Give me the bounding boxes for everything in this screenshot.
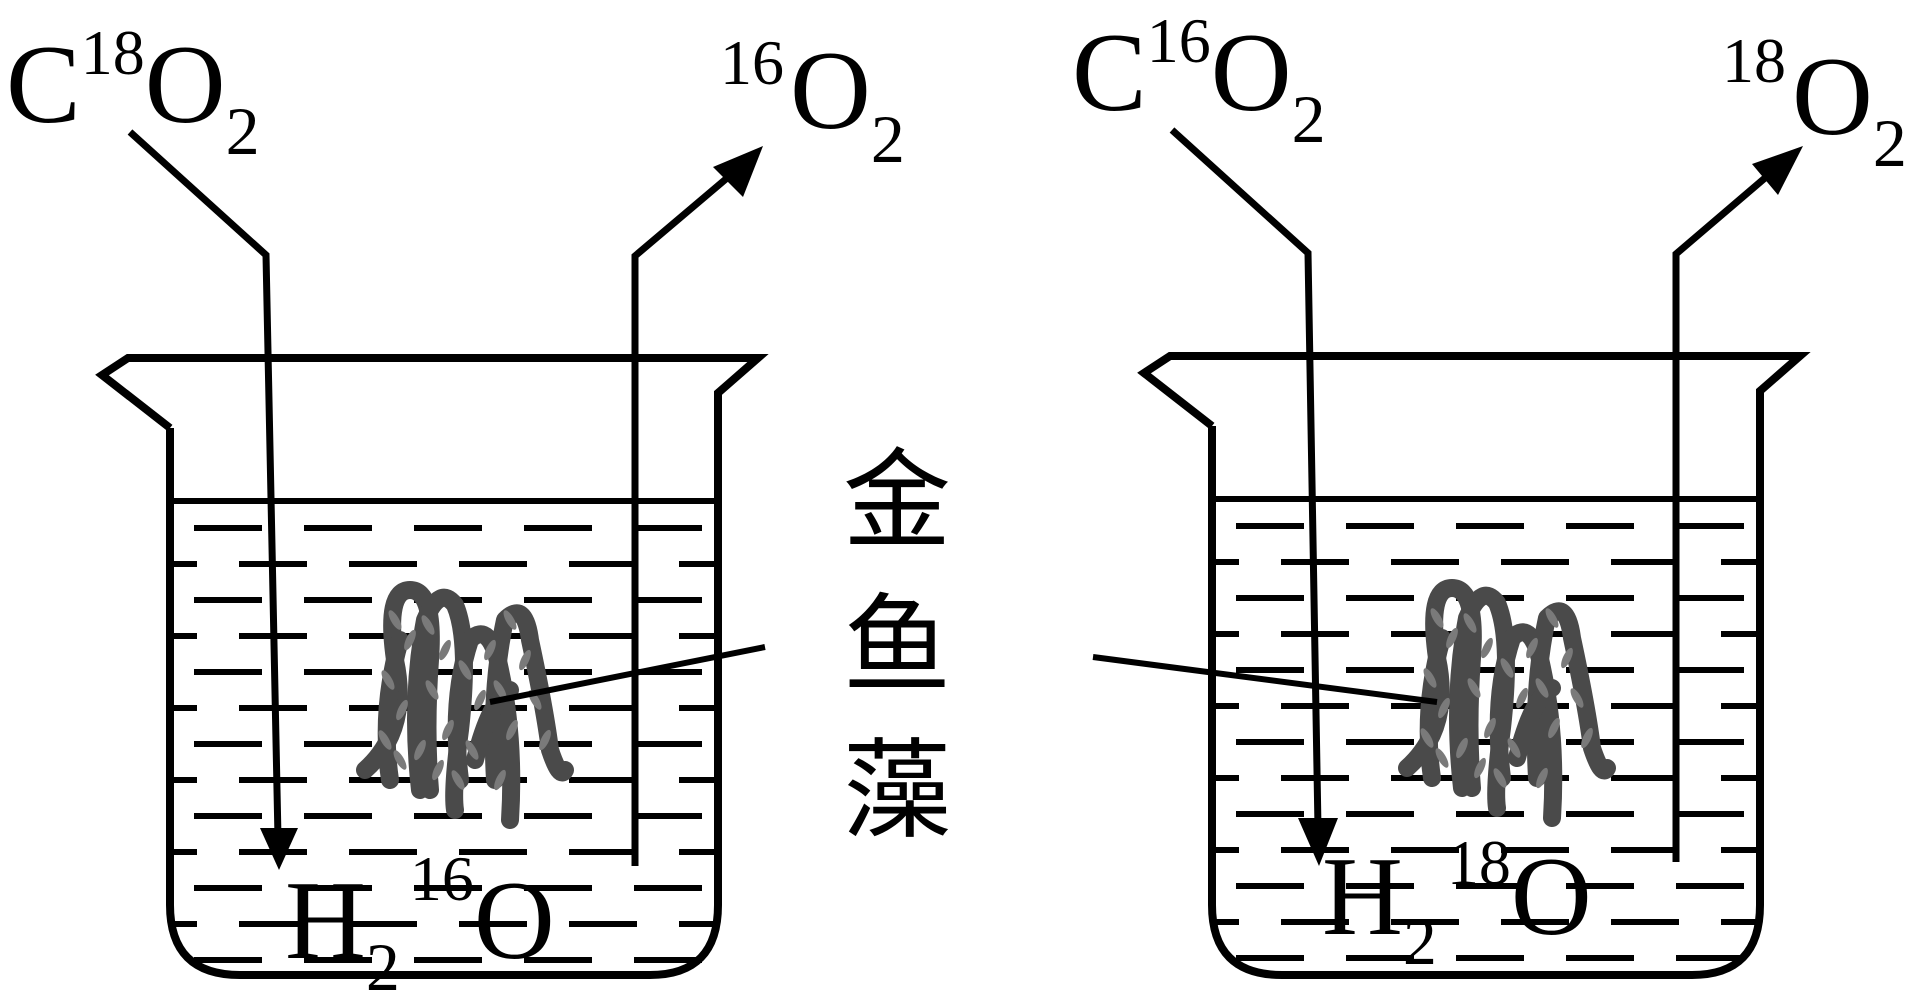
plant-leaf [425, 680, 439, 700]
plant-stem [1508, 679, 1561, 767]
plant-leaf [378, 730, 392, 750]
plant-leaf [1500, 658, 1514, 678]
plant-stem [377, 631, 409, 789]
plant-stem [447, 625, 521, 829]
plant-label-char-3: 藻 [843, 729, 951, 854]
plant-leader-line-right [1092, 654, 1438, 705]
plant-leaf [1507, 738, 1521, 758]
plant-leaf [1570, 688, 1584, 708]
plant-leaf [1545, 608, 1559, 628]
beaker-left [95, 129, 769, 979]
plant-leaf [451, 770, 465, 790]
plant-stem [356, 581, 440, 799]
beaker-right [1092, 127, 1811, 979]
inlet-arrowhead-right [1298, 818, 1338, 866]
plant-leaf [1548, 717, 1560, 739]
goldfish-weed-plant-right [1398, 579, 1616, 827]
plant-leaf [388, 610, 402, 630]
plant-leaf [1561, 647, 1573, 669]
plant-leaf [519, 649, 531, 671]
plant-leaf [539, 729, 551, 751]
plant-leaf [1484, 717, 1496, 739]
plant-stem [1398, 579, 1482, 797]
plant-leaf [465, 740, 479, 760]
water-label-right: H218O [1322, 827, 1592, 979]
plant-leaf [1467, 678, 1481, 698]
output-gas-label-right: 18O2 [1722, 25, 1907, 181]
plant-leaf [1463, 613, 1477, 633]
plant-leaf [1493, 768, 1507, 788]
co2-inlet-tube-left [127, 129, 282, 839]
plant-leaf [414, 739, 426, 761]
plant-label-char-2: 鱼 [843, 584, 951, 709]
plant-leaf [381, 670, 395, 690]
plant-stem [1489, 623, 1563, 827]
plant-leaf [484, 639, 496, 661]
plant-label-char-1: 金 [843, 439, 951, 564]
beaker-outline-right [1137, 352, 1811, 979]
plant-leaf [1516, 687, 1528, 709]
plant-leaf [442, 719, 454, 741]
plant-leaf [474, 689, 486, 711]
o2-outlet-tube-left [631, 159, 749, 866]
plant-leaf [1581, 727, 1593, 749]
plant-leaf [1481, 637, 1493, 659]
plant-leaf [432, 759, 444, 781]
plant-leader-line-left [489, 644, 766, 705]
plant-leaf [1535, 678, 1549, 698]
input-gas-label-right: C16O2 [1072, 5, 1326, 157]
plant-leaf [458, 660, 472, 680]
plant-leaf [1446, 627, 1458, 649]
plant-leaf [493, 680, 507, 700]
plant-leaf [439, 639, 451, 661]
plant-leaf [396, 699, 408, 721]
plant-leaf [1526, 637, 1538, 659]
goldfish-weed-plant-left [356, 581, 574, 829]
plant-leaf [1435, 748, 1449, 768]
input-gas-label-left: C18O2 [6, 17, 260, 169]
plant-leaf [404, 629, 416, 651]
plant-stem [466, 681, 519, 769]
plant-leaf [1430, 608, 1444, 628]
plant-leaf [1438, 697, 1450, 719]
outlet-arrowhead-left [713, 146, 763, 197]
co2-inlet-tube-right [1169, 127, 1322, 829]
plant-leaf [1474, 757, 1486, 779]
plant-stem [1419, 629, 1451, 787]
outlet-arrowhead-right [1752, 146, 1803, 195]
o2-outlet-tube-right [1672, 157, 1789, 862]
plant-leaf [1536, 767, 1548, 789]
plant-leaf [494, 769, 506, 791]
beaker-outline-left [95, 354, 769, 979]
plant-leaf [503, 610, 517, 630]
plant-leaf [1423, 668, 1437, 688]
plant-leaf [506, 719, 518, 741]
output-gas-label-left: 16O2 [720, 27, 905, 177]
plant-leaf [393, 750, 407, 770]
water-label-left: H216O [285, 843, 555, 997]
plant-leaf [1420, 728, 1434, 748]
plant-leaf [421, 615, 435, 635]
inlet-arrowhead-left [260, 828, 298, 870]
water-lines-left [174, 525, 714, 963]
plant-leaf [1456, 737, 1468, 759]
